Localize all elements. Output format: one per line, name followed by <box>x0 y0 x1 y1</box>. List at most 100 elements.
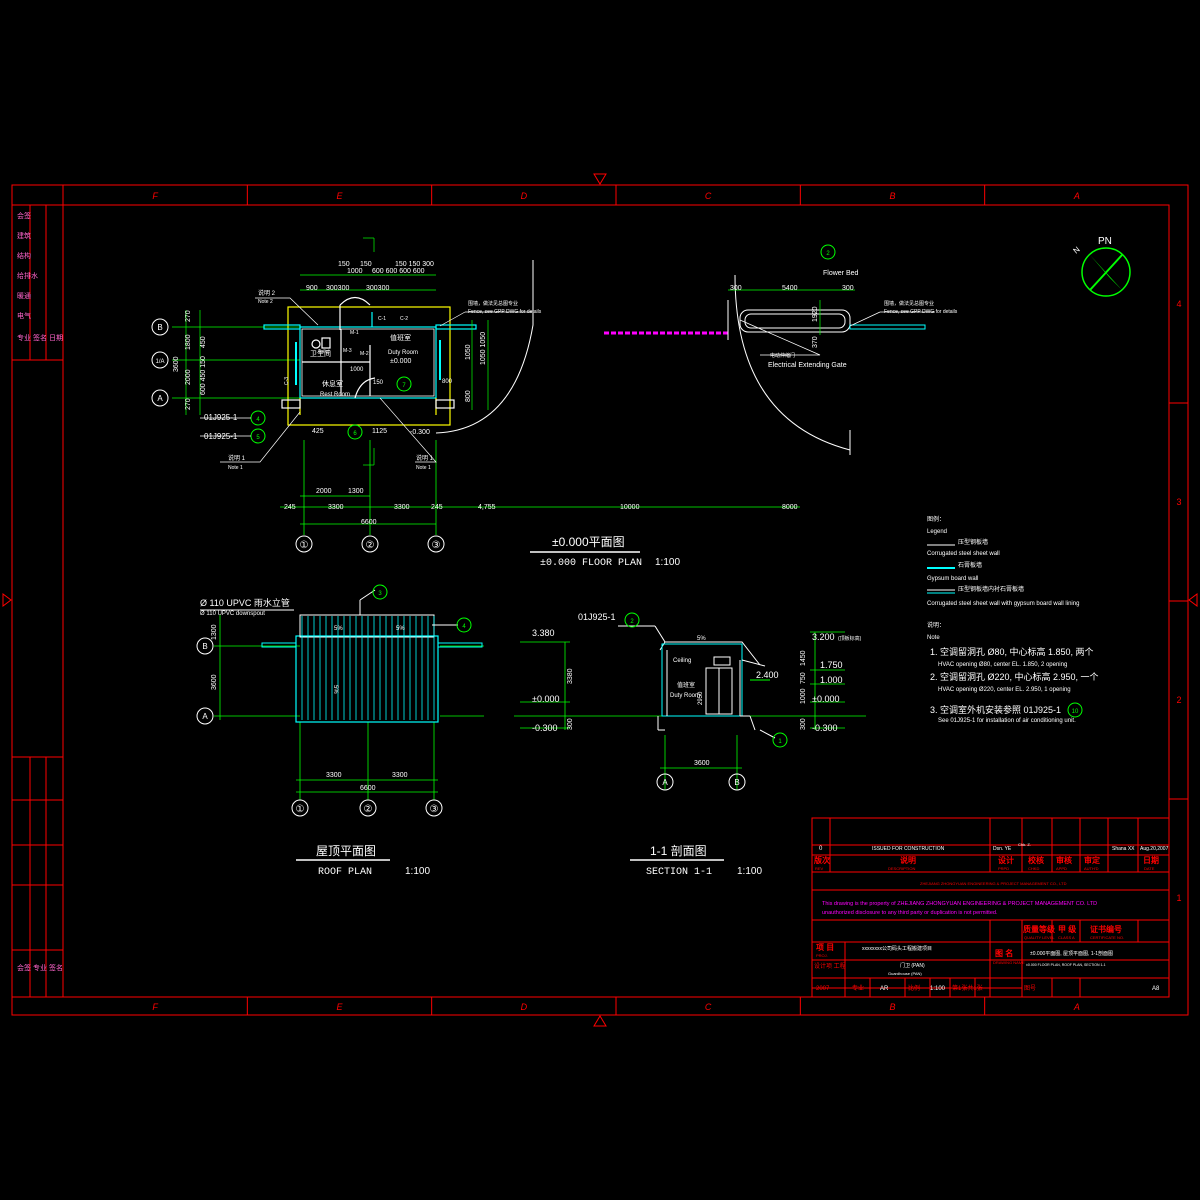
grid-column-B-top: B <box>889 191 895 201</box>
grid-column-A-bottom: A <box>1073 1002 1080 1012</box>
note-2-en: Note 2 <box>258 299 273 305</box>
tb-project-label-cn: 项 目 <box>816 943 834 952</box>
axis-2-label: ② <box>366 540 375 551</box>
fence-note2-cn: 围墙，做法见总图专业 <box>884 300 934 307</box>
detail-tag-4: 4 <box>256 417 260 423</box>
tb-h-appd-en: APPD <box>1056 866 1067 871</box>
tb-year: 2007 <box>816 986 830 992</box>
grid-row-1: 1 <box>1176 893 1181 903</box>
strip-label-5: 电气 <box>17 311 31 320</box>
roof-dim-bottom-1: 3300 <box>392 772 408 779</box>
tb-scale-label: 比例 <box>908 984 920 992</box>
tb-h-rev-cn: 版次 <box>813 855 830 865</box>
floor-plan-title-cn: ±0.000平面图 <box>552 535 625 549</box>
tb-warning-1: This drawing is the property of ZHEJIANG… <box>822 901 1097 907</box>
grid-column-B-bottom: B <box>889 1002 895 1012</box>
tb-company: ZHEJIANG ZHONGYUAN ENGINEERING & PROJECT… <box>920 881 1067 886</box>
tb-h-date-cn: 日期 <box>1143 855 1159 865</box>
note-1-en: Note 1 <box>228 465 243 471</box>
section-level-right-note: (顶板标高) <box>838 635 862 642</box>
section-level-neg-r: -0.300 <box>812 723 838 733</box>
strip-label-1: 建筑 <box>17 231 31 240</box>
floor-plan-dim-lines <box>185 237 800 525</box>
north-n-label: N <box>1072 245 1082 256</box>
room-rest-cn: 休息室 <box>322 379 343 388</box>
legend: 图例： Legend 压型钢板墙 Corrugated steel sheet … <box>927 515 1079 607</box>
roof-plan: Ø 110 UPVC 雨水立管 Ø 110 UPVC downspout 130… <box>196 584 484 878</box>
section-tag-1: 1 <box>778 739 782 745</box>
level-neg: -0.300 <box>410 429 430 436</box>
tb-dsn: Dsn. YE <box>993 846 1012 852</box>
section-title-en: SECTION 1-1 <box>646 867 712 878</box>
roof-dim-total: 6600 <box>360 785 376 792</box>
section-level-neg-l: -0.300 <box>532 723 558 733</box>
dim-top-6: 600 600 600 600 <box>372 268 425 275</box>
grid-column-C-top: C <box>705 191 712 201</box>
tb-project: xxxxxxxx公司码头工程搬建项目 <box>862 945 932 952</box>
floor-plan-axes <box>172 326 437 535</box>
strip-label-b1: 专业 <box>33 963 47 972</box>
dim-small-1: 1125 <box>372 428 387 435</box>
tb-grade-cn-2: 证书编号 <box>1090 924 1122 934</box>
tb-rev: 0 <box>819 846 823 852</box>
roof-plan-title-cn: 屋顶平面图 <box>316 844 376 858</box>
tb-h-prpd-cn: 设计 <box>998 855 1014 865</box>
legend-item-2-cn: 石膏板墙 <box>958 561 982 569</box>
dim-small-0: 425 <box>312 428 324 435</box>
level-zero: ±0.000 <box>390 358 411 365</box>
gate-dim-4: 370 <box>812 336 819 348</box>
dim-top-0: 150 <box>338 261 350 268</box>
frame-grid-ticks <box>246 185 1188 1015</box>
dim-bottom-5: 10000 <box>620 504 640 511</box>
tb-drawing-name-en: ±0.000 FLOOR PLAN, ROOF PLAN, SECTION 1-… <box>1026 963 1106 967</box>
floor-plan-scale: 1:100 <box>655 557 680 568</box>
tb-h-auth-cn: 审定 <box>1084 855 1100 865</box>
tb-grade-en-1: CLASS A <box>1058 935 1075 940</box>
door-m2: M-2 <box>360 351 369 357</box>
tb-grade-cn-0: 质量等级 <box>1023 924 1056 934</box>
room-toilet-en: Toilet <box>318 349 330 355</box>
roof-plan-scale: 1:100 <box>405 866 430 877</box>
section-dim-right-1: 750 <box>800 672 807 684</box>
section-tag-2: 2 <box>630 619 634 625</box>
dim-top-5: 300300 <box>366 285 389 292</box>
room-duty-en: Duty Room <box>388 350 418 356</box>
tb-grade-en-0: QUALITY LEVEL <box>1024 935 1055 940</box>
section-slope: 5% <box>697 636 706 642</box>
section-dim-right-0: 1450 <box>800 650 807 666</box>
note-2-cn: 说明 2 <box>258 289 276 297</box>
tb-h-prpd-en: PRPD <box>998 866 1009 871</box>
grid-column-A-top: A <box>1073 191 1080 201</box>
section-1-1: 01J925-1 3.380 3.200 (顶板标高) 1.750 1.000 … <box>514 612 866 878</box>
tb-grade-en-2: CERTIFICATE NO. <box>1090 935 1124 940</box>
gate-tag: 2 <box>826 251 830 257</box>
grid-row-4: 4 <box>1176 299 1181 309</box>
tb-unit-en: Guardhouse (PAN) <box>888 971 922 976</box>
grid-column-C-bottom: C <box>705 1002 712 1012</box>
legend-item-1-en: Corrugated steel sheet wall <box>927 551 1000 557</box>
room-rest-en: Rest Room <box>320 392 350 398</box>
section-ceiling: Ceiling <box>673 658 691 664</box>
detail-tag-5: 5 <box>256 435 260 441</box>
ref-01j925-a: 01J925-1 <box>204 413 238 422</box>
floor-plan-arcs <box>435 260 851 455</box>
window-c3: C-3 <box>284 377 290 385</box>
roof-axis-3: ③ <box>430 804 439 815</box>
axis-1-label: ① <box>300 540 309 551</box>
section-axis-b: B <box>734 778 739 787</box>
note-item-2-cn: 2. 空调留洞孔 Ø220, 中心标高 2.950, 一个 <box>930 671 1099 682</box>
roof-slope-0: 5% <box>334 626 343 632</box>
left-strip-labels: 会签 建筑 结构 给排水 暖通 电气 专业 签名 日期 会签 专业 签名 <box>17 211 63 972</box>
roof-dim-left-0: 1300 <box>211 624 218 640</box>
room-toilet-cn: 卫生间 <box>310 349 331 358</box>
strip-label-6: 专业 <box>17 333 31 342</box>
section-dim-bottom: 3600 <box>694 760 710 767</box>
grid-column-D-bottom: D <box>521 1002 528 1012</box>
roof-dim-bottom-0: 3300 <box>326 772 342 779</box>
notes-tag: 10 <box>1072 709 1079 715</box>
flower-bed-label: Flower Bed <box>823 270 859 277</box>
axis-1a-label: 1/A <box>155 359 164 365</box>
strip-label-2: 结构 <box>17 251 31 260</box>
roof-plan-title-en: ROOF PLAN <box>318 867 372 878</box>
dim-left-5: 450 <box>200 336 207 348</box>
